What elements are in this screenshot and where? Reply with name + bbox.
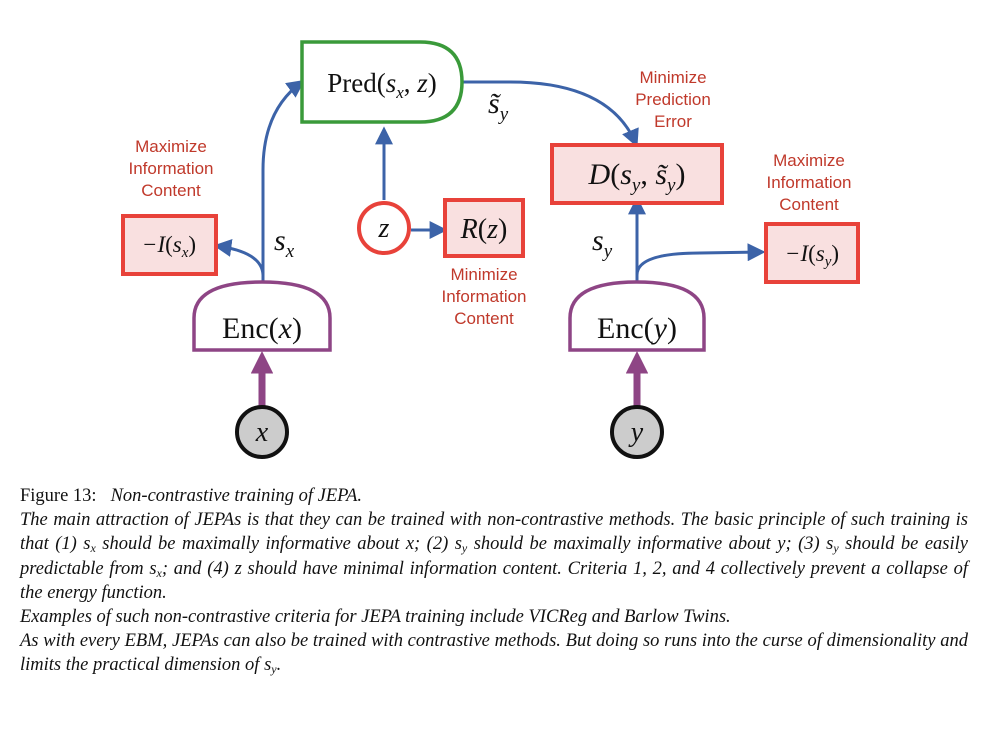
svg-text:Enc(x): Enc(x) [222,312,302,345]
edge-label-sx: sx [274,224,295,262]
svg-text:Information: Information [128,159,213,178]
caption-paragraph-2: Examples of such non-contrastive criteri… [20,607,731,628]
encoder-y-node: Enc(y) [568,280,706,352]
svg-text:Pred(sx, z): Pred(sx, z) [327,68,437,102]
svg-text:Maximize: Maximize [773,151,845,170]
edge-label-sy-tilde: s̃y [488,87,509,125]
caption-paragraph-1: The main attraction of JEPAs is that the… [20,510,968,603]
input-x-node: x [235,405,289,459]
encoder-x-node: Enc(x) [192,280,332,352]
annotation-min-pred-error: Minimize Prediction Error [635,68,711,131]
svg-text:Minimize: Minimize [639,68,706,87]
pred-to-dist-arrow [462,80,639,148]
jepa-diagram: Pred(sx, z) s̃y Enc(x) Enc(y) x y z R(z)… [121,40,860,459]
svg-text:x: x [255,417,269,448]
regularizer-node: R(z) [443,198,525,258]
svg-text:z: z [378,213,390,244]
svg-text:y: y [628,417,644,448]
figure-label: Figure 13: [20,486,97,506]
annotation-max-info-x: Maximize Information Content [128,137,213,200]
edge-label-sy: sy [592,224,613,262]
svg-text:Information: Information [766,173,851,192]
svg-text:Content: Content [454,309,514,328]
distance-cost-node: D(sy, s̃y) [550,143,724,205]
annotation-max-info-y: Maximize Information Content [766,151,851,214]
svg-text:−I(sy): −I(sy) [785,241,839,270]
svg-text:D(sy, s̃y): D(sy, s̃y) [588,158,686,196]
caption-heading: Figure 13: Non-contrastive training of JE… [20,484,968,508]
info-cost-x-node: −I(sx) [121,214,218,276]
info-cost-y-node: −I(sy) [764,222,860,284]
svg-text:Content: Content [779,195,839,214]
svg-text:Content: Content [141,181,201,200]
sx-to-pred-arrow [261,79,305,282]
input-y-node: y [610,405,664,459]
latent-z-node: z [357,201,411,255]
svg-text:Minimize: Minimize [450,265,517,284]
svg-text:Error: Error [654,112,692,131]
caption-paragraph-3: As with every EBM, JEPAs can also be tra… [20,631,968,677]
sy-to-info-arrow [635,243,766,276]
sx-to-info-arrow [213,238,265,276]
annotation-min-info-z: Minimize Information Content [441,265,526,328]
svg-text:Enc(y): Enc(y) [597,312,677,345]
predictor-node: Pred(sx, z) [300,40,464,124]
svg-text:Prediction: Prediction [635,90,711,109]
svg-text:−I(sx): −I(sx) [142,232,196,261]
figure-title: Non-contrastive training of JEPA. [110,486,363,506]
figure-caption: Figure 13: Non-contrastive training of JE… [20,484,968,678]
svg-text:Information: Information [441,287,526,306]
svg-text:R(z): R(z) [460,214,508,245]
svg-text:Maximize: Maximize [135,137,207,156]
